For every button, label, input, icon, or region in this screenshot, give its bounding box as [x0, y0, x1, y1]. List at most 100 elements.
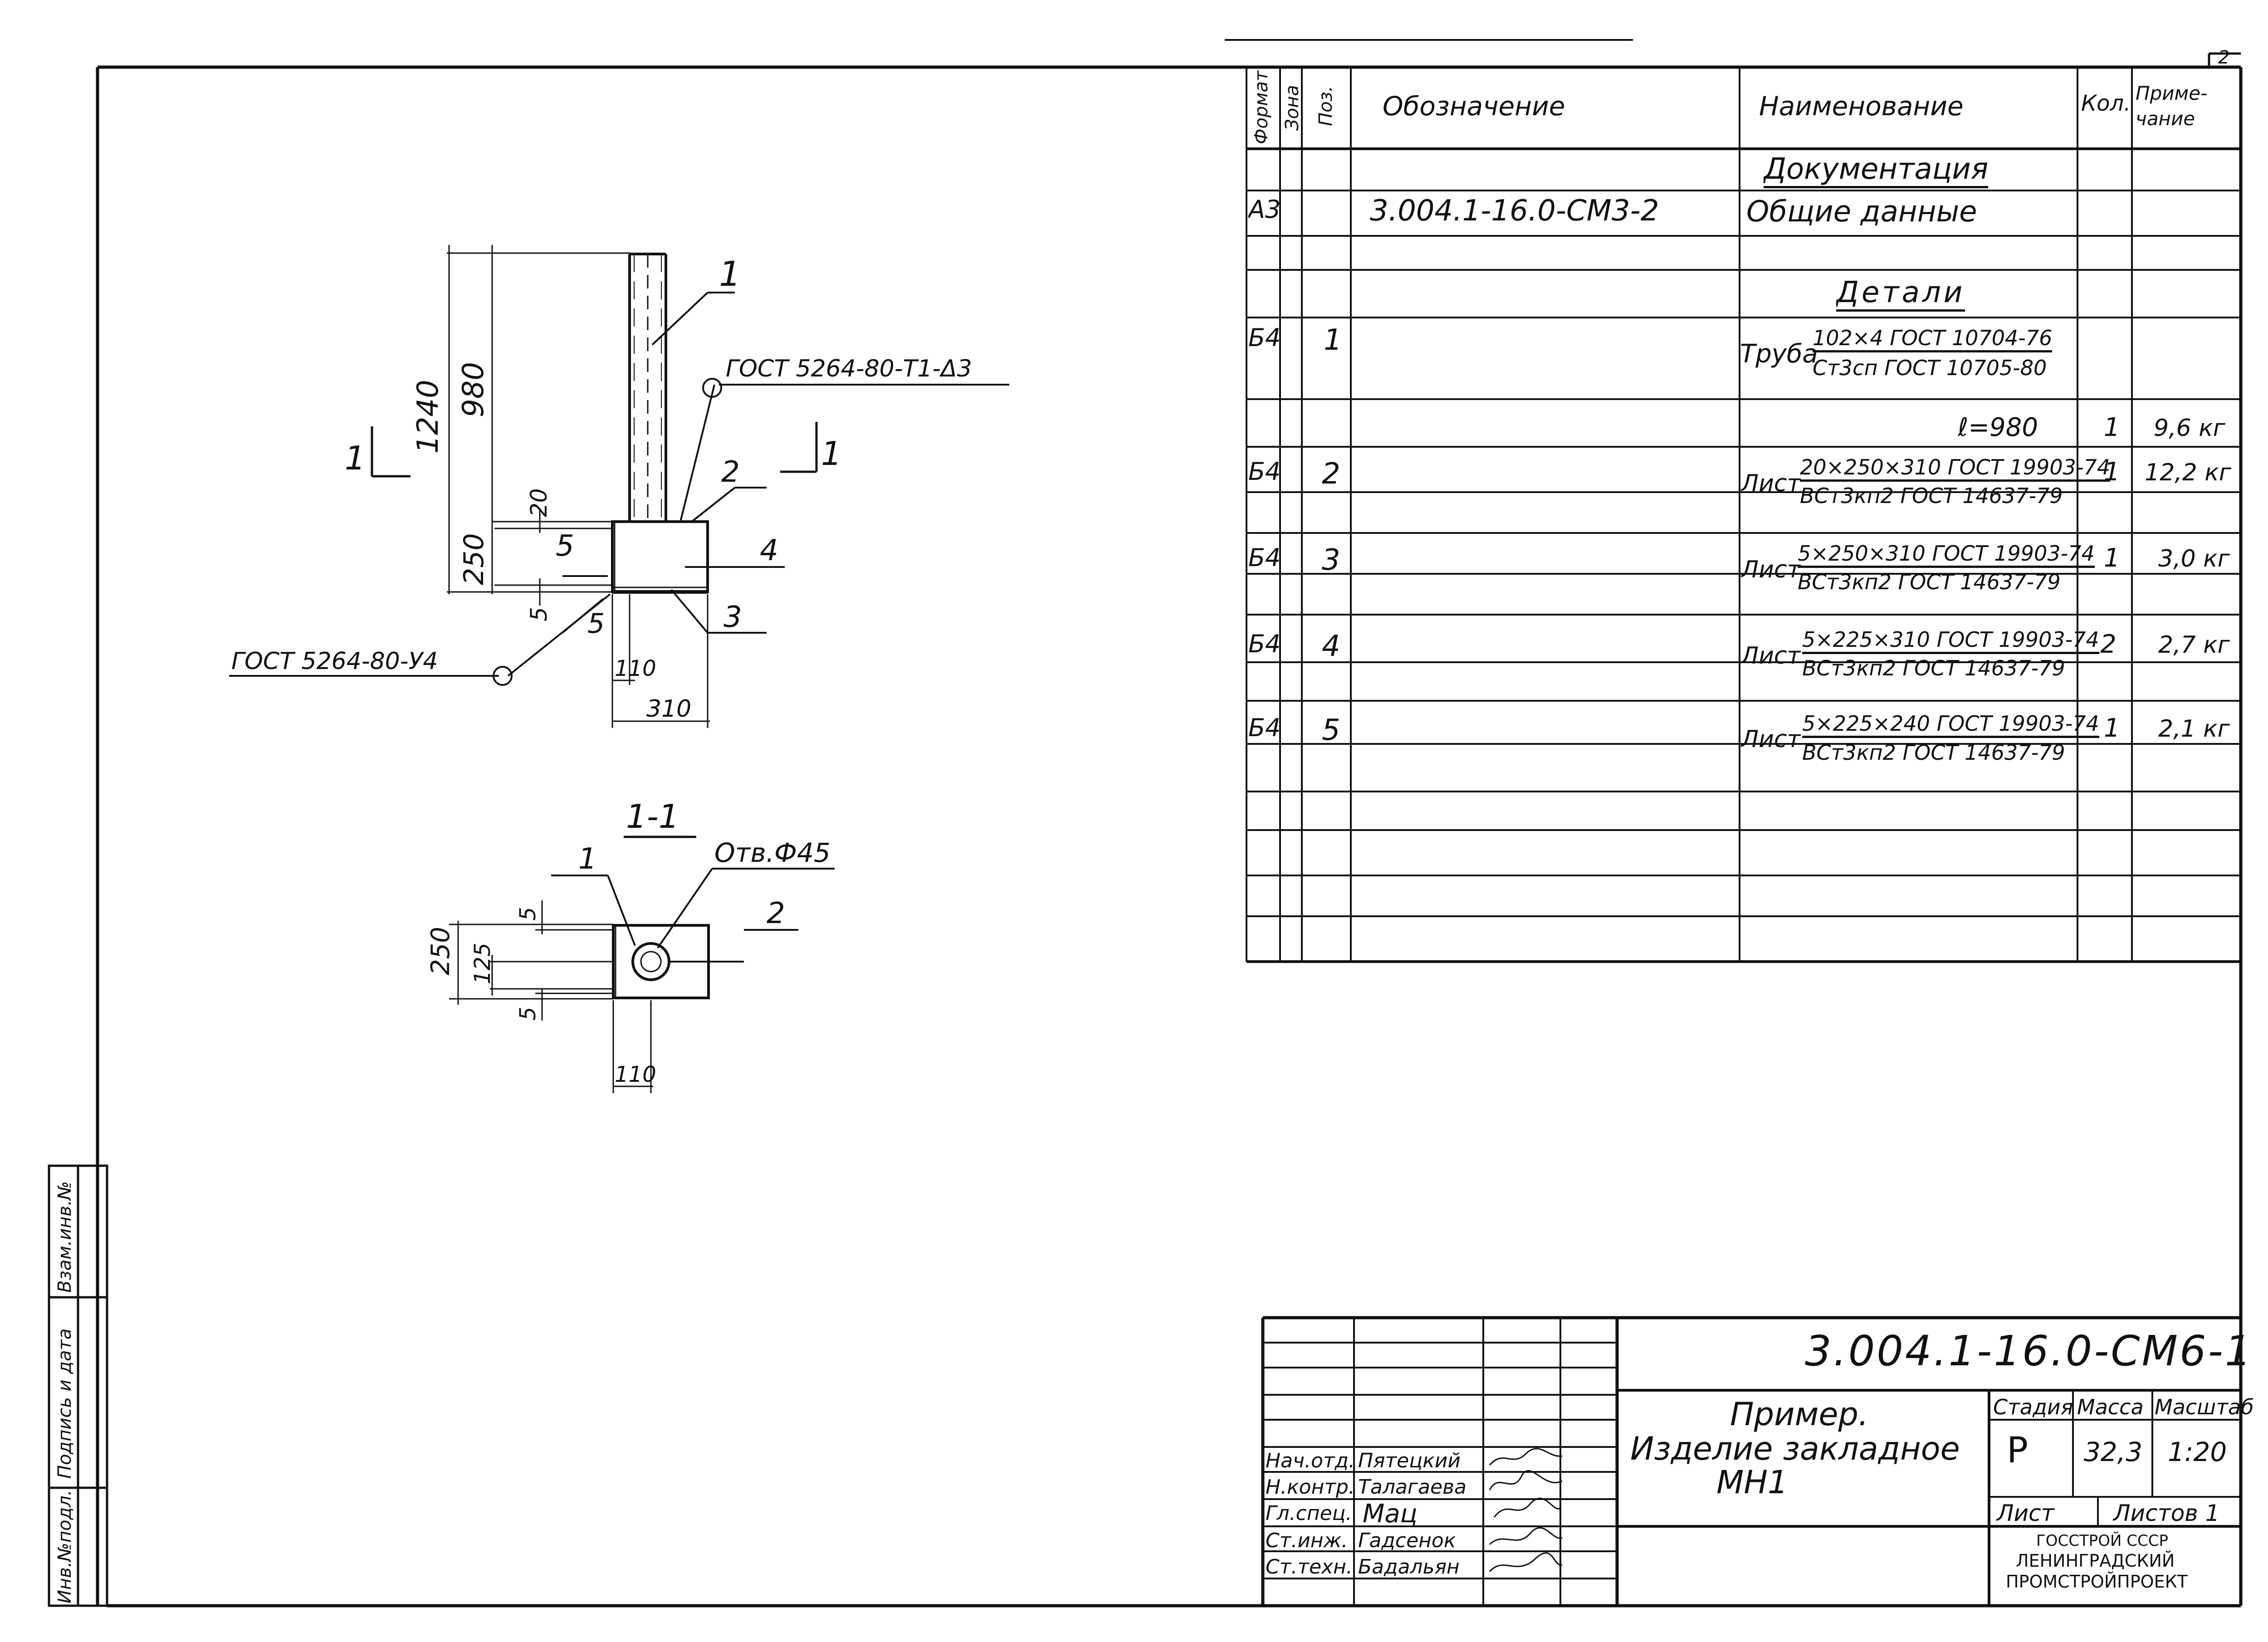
person-name: Мац: [1363, 1499, 1418, 1529]
scale-header: Масштаб: [2155, 1395, 2254, 1419]
person-role: Нач.отд.: [1266, 1449, 1355, 1472]
mass-header: Масса: [2077, 1395, 2144, 1419]
row-name-top: 20×250×310 ГОСТ 19903-74: [1800, 455, 2110, 482]
row-name-prefix: Лист: [1741, 470, 1801, 497]
person-role: Ст.техн.: [1266, 1555, 1353, 1578]
row-pos: 5: [1322, 713, 1340, 747]
section-details: Детали: [1836, 276, 1965, 312]
dim-1240: 1240: [411, 380, 445, 454]
weld-bottom-label: ГОСТ 5264-80-У4: [231, 648, 438, 675]
section-callout-1: 1: [578, 842, 597, 876]
header-zone: Зона: [1282, 85, 1301, 131]
side-stamp: Инв.№подл. Подпись и дата Взам.инв.№: [49, 1166, 107, 1606]
signatures-image: [1489, 1448, 1563, 1572]
dim-310: 310: [646, 695, 691, 723]
section-dim-110: 110: [615, 1062, 656, 1087]
sheet-number-box: 2: [2208, 47, 2241, 68]
org-line-2: ЛЕНИНГРАДСКИЙ: [2016, 1551, 2175, 1571]
row-note: 2,7 кг: [2158, 631, 2230, 659]
title-block-grid: [1261, 1316, 2241, 1606]
section-dim-5-bottom: 5: [515, 1007, 541, 1021]
side-stamp-grid: [48, 1164, 108, 1607]
doc-row-format: А3: [1248, 195, 1281, 224]
header-designation: Обозначение: [1383, 91, 1565, 122]
sheet-frame: [96, 39, 2243, 1608]
row-name-prefix: Труба: [1740, 339, 1818, 369]
row-pos: 3: [1322, 543, 1340, 577]
row-name-bottom: ВСт3кп2 ГОСТ 14637-79: [1798, 570, 2061, 594]
callout-1: 1: [719, 254, 741, 294]
stage-value: Р: [2007, 1430, 2028, 1471]
header-note: Приме-чание: [2136, 82, 2208, 130]
row-qty: 2: [2100, 630, 2116, 659]
section-callout-2: 2: [767, 897, 785, 930]
dim-110: 110: [615, 656, 656, 681]
section-dim-125: 125: [470, 943, 495, 984]
dim-250: 250: [458, 533, 490, 585]
weld-top-label: ГОСТ 5264-80-Т1-Δ3: [726, 355, 972, 382]
sign-date-label: Подпись и дата: [54, 1328, 75, 1479]
person-name: Пятецкий: [1358, 1449, 1461, 1472]
person-role: Ст.инж.: [1266, 1529, 1348, 1552]
inv-orig-label: Инв.№подл.: [54, 1490, 75, 1603]
row-name-prefix: Лист: [1741, 556, 1801, 583]
row-name-top: 102×4 ГОСТ 10704-76: [1813, 326, 2053, 352]
row-pos: 1: [1324, 323, 1342, 357]
section-mark-left: 1: [345, 439, 366, 477]
row-name-prefix: Лист: [1741, 642, 1801, 670]
row-note: 3,0 кг: [2158, 545, 2230, 572]
title-line-2: Изделие закладное: [1630, 1430, 1960, 1467]
row-format: Б4: [1248, 713, 1281, 742]
header-qty: Кол.: [2081, 91, 2131, 116]
row-format: Б4: [1248, 457, 1281, 486]
row-format: Б4: [1248, 323, 1281, 352]
row-qty: 1: [2104, 457, 2120, 487]
scale-value: 1:20: [2168, 1437, 2227, 1467]
person-role: Гл.спец.: [1266, 1502, 1352, 1525]
person-role: Н.контр.: [1266, 1476, 1355, 1499]
callout-3: 3: [723, 601, 742, 634]
org-line-3: ПРОМСТРОЙПРОЕКТ: [2006, 1572, 2188, 1592]
section-view: 1-1: [426, 797, 835, 1093]
title-line-3: МН1: [1716, 1464, 1788, 1501]
sheets-label: Листов 1: [2113, 1500, 2220, 1526]
row-qty: 1: [2104, 413, 2120, 442]
elevation-view: 1 1 1240 980 20 250 5: [229, 245, 1009, 728]
section-mark-right: 1: [821, 435, 842, 473]
callout-5: 5: [556, 529, 574, 563]
hole-label: Отв.Ф45: [714, 837, 831, 868]
doc-row-name: Общие данные: [1746, 195, 1977, 229]
document-code: 3.004.1-16.0-СМ6-1: [1805, 1327, 2253, 1375]
section-dim-5-top: 5: [515, 907, 541, 921]
sheet-label: Лист: [1997, 1500, 2054, 1526]
dim-980: 980: [457, 362, 490, 417]
stage-header: Стадия: [1993, 1395, 2073, 1419]
spec-table-grid: [1246, 67, 2241, 963]
row-name-bottom: ВСт3кп2 ГОСТ 14637-79: [1802, 656, 2065, 680]
section-title: 1-1: [626, 797, 679, 836]
row-name-bottom: ВСт3кп2 ГОСТ 14637-79: [1802, 740, 2065, 765]
row-note: 9,6 кг: [2154, 415, 2225, 442]
title-block: 3.004.1-16.0-СМ6-1 Пример. Изделие закла…: [1263, 1318, 2254, 1606]
row-name-bottom: Ст3сп ГОСТ 10705-80: [1813, 356, 2047, 380]
replace-inv-label: Взам.инв.№: [54, 1181, 75, 1293]
section-documentation: Документация: [1764, 152, 1989, 188]
person-name: Талагаева: [1358, 1476, 1466, 1499]
doc-row-designation: 3.004.1-16.0-СМ3-2: [1370, 194, 1659, 228]
row-pos: 4: [1322, 630, 1340, 663]
mass-value: 32,3: [2084, 1437, 2143, 1467]
row-name-bottom: ВСт3кп2 ГОСТ 14637-79: [1800, 484, 2063, 508]
title-line-1: Пример.: [1730, 1396, 1869, 1433]
row-name-top: 5×225×310 ГОСТ 19903-74: [1802, 627, 2099, 654]
header-pos: Поз.: [1315, 86, 1336, 126]
header-format: Формат: [1251, 70, 1272, 144]
row-note: 2,1 кг: [2158, 715, 2230, 743]
person-name: Бадальян: [1358, 1555, 1460, 1578]
row-qty: 1: [2104, 543, 2120, 573]
header-name: Наименование: [1759, 91, 1964, 122]
dim-20: 20: [526, 488, 552, 517]
org-line-1: ГОССТРОЙ СССР: [2036, 1532, 2168, 1550]
section-dim-250: 250: [426, 927, 455, 975]
row-note: 12,2 кг: [2145, 459, 2232, 486]
dim-5-left: 5: [526, 607, 552, 621]
